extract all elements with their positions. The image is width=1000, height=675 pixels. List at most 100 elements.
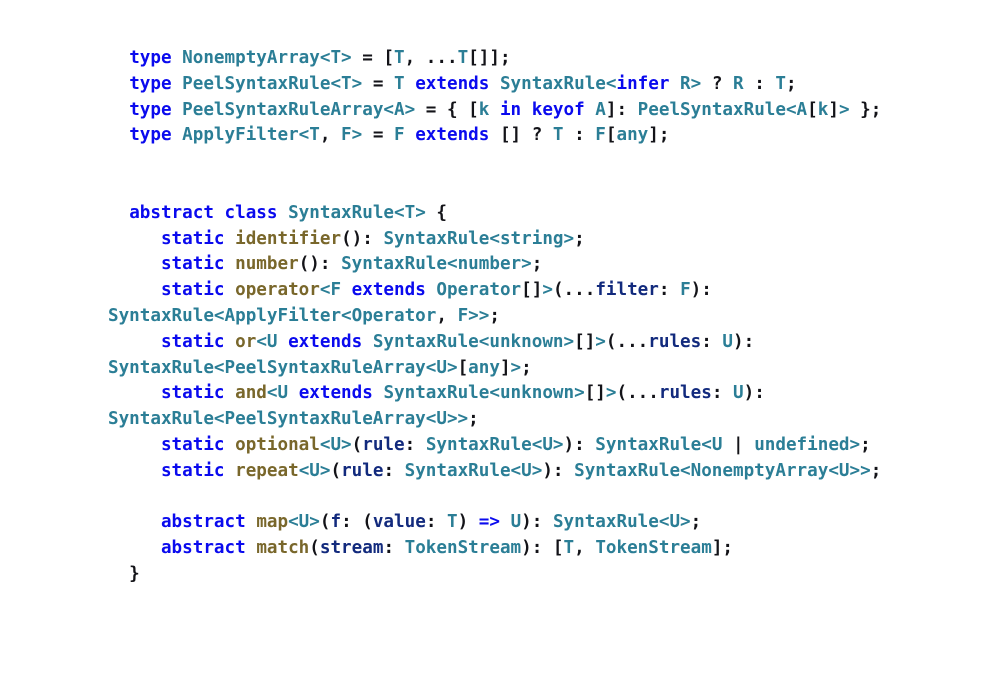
code-token-typ: U [510, 512, 522, 533]
code-token-pun: [] [521, 280, 543, 301]
code-token-typ: > [605, 383, 617, 404]
code-token-pun: : [701, 331, 723, 352]
code-token-pun: ): [690, 280, 712, 301]
code-token-typ: undefined> [754, 434, 861, 455]
code-token-par: rule [341, 460, 384, 481]
code-token-pun: : [711, 383, 734, 404]
code-token-pun: = { [ [415, 99, 479, 120]
code-token-typ: SyntaxRule<U> [404, 460, 543, 481]
code-token-par: stream [319, 538, 384, 559]
code-token-pun: ? [701, 73, 734, 94]
code-token-pun [225, 332, 236, 352]
code-token-fn: match [256, 538, 310, 559]
code-token-typ: T [447, 512, 458, 533]
code-token-typ: SyntaxRule<PeelSyntaxRuleArray<U> [108, 357, 458, 378]
code-token-pun: ( [319, 512, 331, 533]
code-token-typ: SyntaxRule<ApplyFilter<Operator [108, 305, 437, 326]
code-token-kw: type [129, 125, 172, 146]
code-token-kw: type [129, 73, 172, 94]
code-token-pun: [ [605, 125, 617, 146]
code-token-kw: static [160, 383, 225, 404]
code-token-pun: : [563, 125, 596, 146]
code-line: static or<U extends SyntaxRule<unknown>[… [108, 330, 881, 356]
code-token-pun: ) [457, 512, 479, 533]
code-token-pun [108, 48, 129, 68]
code-token-pun: []]; [468, 48, 511, 68]
code-line: static and<U extends SyntaxRule<unknown>… [108, 381, 881, 407]
code-token-pun: , ... [404, 48, 458, 68]
code-token-pun: | [722, 434, 755, 455]
code-token-typ: F [680, 280, 691, 301]
code-line [108, 175, 881, 201]
code-line: type NonemptyArray<T> = [T, ...T[]]; [108, 46, 881, 72]
code-token-typ: T [394, 48, 405, 68]
code-line: abstract class SyntaxRule<T> { [108, 201, 881, 227]
code-token-typ: TokenStream [595, 538, 712, 559]
code-token-kw: type [129, 99, 172, 120]
code-token-kw: type [129, 48, 172, 68]
code-token-pun [246, 538, 257, 558]
code-token-pun: , [574, 538, 596, 559]
code-token-pun: : [383, 538, 405, 559]
code-token-typ: SyntaxRule<T> [288, 202, 426, 223]
code-token-fn: identifier [235, 228, 342, 249]
code-token-pun [669, 74, 680, 94]
code-token-pun: ( [351, 434, 363, 455]
code-token-typ: > [510, 357, 522, 378]
code-token-pun [108, 461, 161, 481]
code-token-pun [405, 125, 416, 145]
code-token-typ: SyntaxRule< [499, 73, 617, 94]
code-token-pun [489, 100, 500, 120]
code-token-pun [225, 254, 236, 274]
code-token-typ: > [595, 331, 606, 352]
code-token-typ: <U> [288, 512, 320, 533]
code-line [108, 149, 881, 175]
code-token-kw: abstract [160, 538, 246, 559]
code-token-pun [225, 229, 236, 249]
code-token-pun: : [404, 434, 426, 455]
code-token-typ: SyntaxRule<string> [383, 228, 575, 249]
code-token-pun: = [362, 125, 395, 146]
code-token-par: rules [658, 383, 712, 404]
code-token-kw: extends [298, 383, 373, 404]
code-token-kw: => [478, 512, 500, 533]
code-token-pun [225, 435, 236, 455]
code-token-pun: ): [733, 331, 755, 352]
code-token-typ: Operator [436, 280, 522, 301]
code-token-kw: abstract [160, 512, 246, 533]
code-token-typ: F> [341, 125, 363, 146]
code-token-typ: T [457, 48, 469, 68]
code-token-typ: <U> [298, 460, 331, 481]
code-token-pun [500, 512, 511, 532]
code-token-pun: ): [743, 383, 765, 404]
code-token-pun [108, 229, 161, 249]
code-token-pun: ; [785, 73, 797, 94]
code-token-pun: [ [457, 357, 469, 378]
code-token-pun: : [383, 460, 405, 481]
code-token-typ: SyntaxRule<PeelSyntaxRuleArray<U>> [108, 409, 469, 430]
code-token-typ: any [616, 125, 649, 146]
code-token-pun: ; [860, 434, 871, 455]
code-line: type ApplyFilter<T, F> = F extends [] ? … [108, 123, 881, 149]
code-token-pun [108, 203, 129, 223]
code-token-pun: ; [690, 512, 702, 533]
code-token-pun: ; [531, 254, 543, 275]
code-token-typ: PeelSyntaxRule<T> [182, 73, 363, 94]
code-token-typ: R [733, 73, 744, 94]
code-token-pun [225, 461, 236, 481]
code-token-pun [108, 435, 161, 455]
code-token-fn: operator [235, 280, 320, 301]
code-token-pun [278, 332, 289, 352]
code-token-pun: ] [828, 99, 839, 120]
code-token-typ: SyntaxRule<U [595, 434, 723, 455]
code-token-typ: R> [680, 73, 702, 94]
code-token-pun [489, 74, 500, 94]
code-token-kw: abstract [129, 202, 214, 223]
code-line: SyntaxRule<ApplyFilter<Operator, F>>; [108, 304, 881, 330]
code-token-pun [108, 512, 161, 532]
code-token-kw: static [160, 434, 225, 455]
code-token-pun [405, 74, 416, 94]
code-token-par: rules [648, 331, 702, 352]
code-token-kw: static [160, 254, 225, 275]
code-token-pun [172, 100, 183, 120]
